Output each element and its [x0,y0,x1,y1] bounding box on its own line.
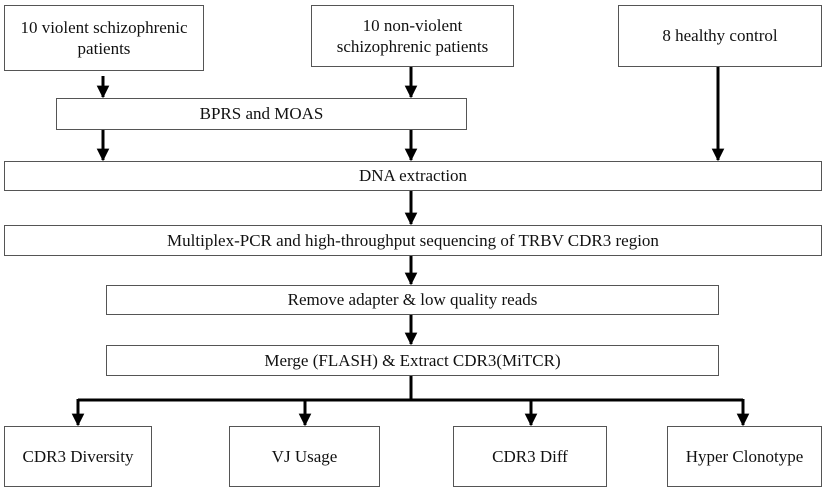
cdr3-diversity-box: CDR3 Diversity [4,426,152,487]
nonviolent-patients-box: 10 non-violent schizophrenic patients [311,5,514,67]
assessment-box: BPRS and MOAS [56,98,467,130]
hyper-clonotype-box: Hyper Clonotype [667,426,822,487]
violent-patients-label: 10 violent schizophrenic patients [20,17,188,58]
dna-extraction-label: DNA extraction [358,166,468,186]
healthy-control-label: 8 healthy control [662,26,778,46]
merge-extract-box: Merge (FLASH) & Extract CDR3(MiTCR) [106,345,719,376]
nonviolent-patients-label: 10 non-violent schizophrenic patients [336,15,489,56]
merge-extract-label: Merge (FLASH) & Extract CDR3(MiTCR) [264,350,561,370]
violent-patients-box: 10 violent schizophrenic patients [4,5,204,71]
cdr3-diff-box: CDR3 Diff [453,426,607,487]
assessment-label: BPRS and MOAS [199,104,324,124]
hyper-clonotype-label: Hyper Clonotype [685,446,804,466]
cdr3-diversity-label: CDR3 Diversity [22,446,134,466]
remove-adapter-label: Remove adapter & low quality reads [287,290,538,310]
vj-usage-label: VJ Usage [271,446,338,466]
sequencing-box: Multiplex-PCR and high-throughput sequen… [4,225,822,256]
healthy-control-box: 8 healthy control [618,5,822,67]
sequencing-label: Multiplex-PCR and high-throughput sequen… [167,230,659,250]
vj-usage-box: VJ Usage [229,426,380,487]
remove-adapter-box: Remove adapter & low quality reads [106,285,719,315]
cdr3-diff-label: CDR3 Diff [492,446,568,466]
dna-extraction-box: DNA extraction [4,161,822,191]
